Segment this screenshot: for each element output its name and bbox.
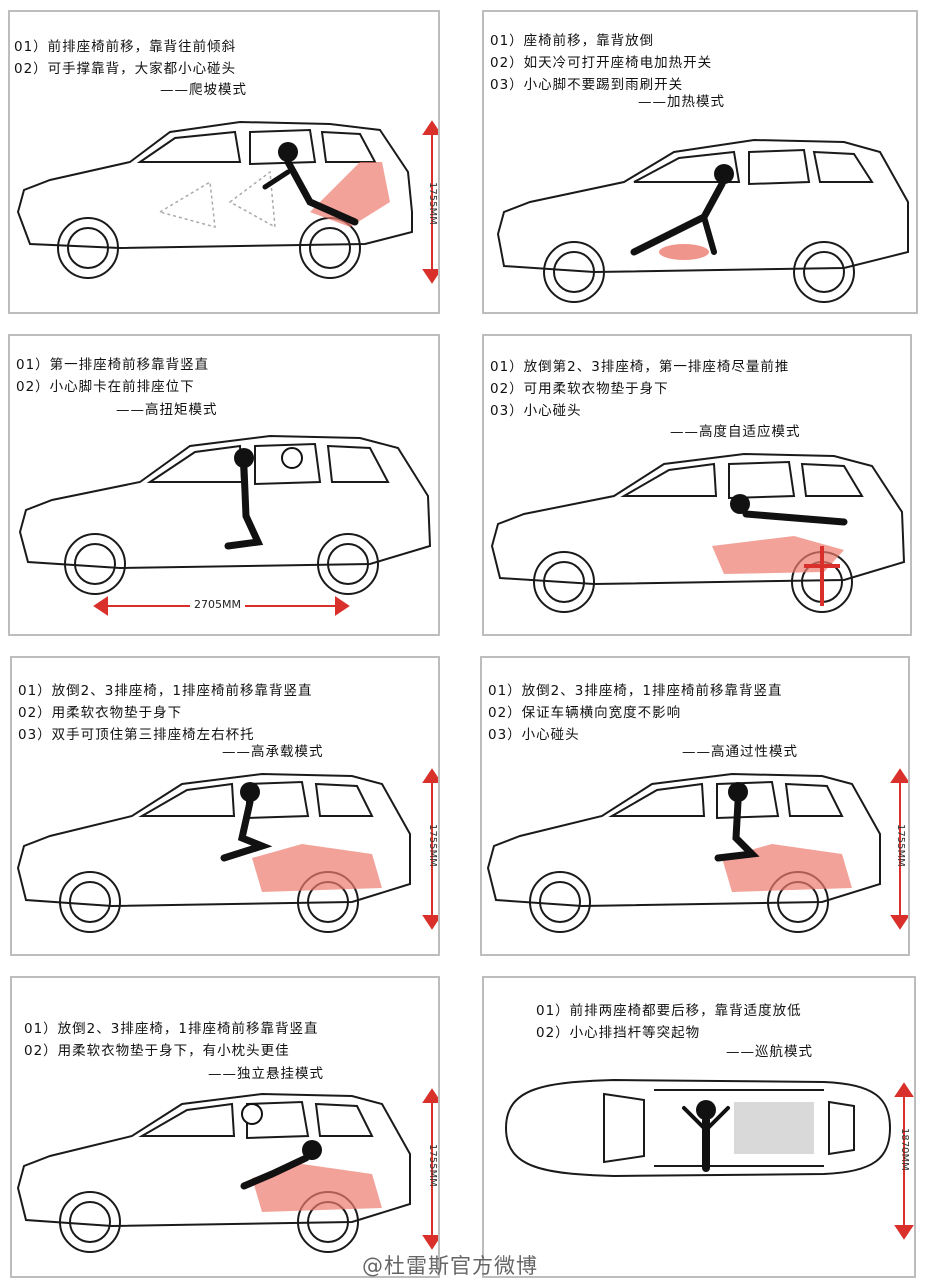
instruction-line: 02）小心排挡杆等突起物 (536, 1025, 701, 1041)
instruction-lines: 01）放倒2、3排座椅，1排座椅前移靠背竖直 02）用柔软衣物垫于身下，有小枕头… (24, 1018, 318, 1062)
mode-label: ——独立悬挂模式 (208, 1066, 324, 1082)
wheelbase-dimension: 2705MM (190, 598, 245, 611)
instruction-lines: 01）放倒2、3排座椅，1排座椅前移靠背竖直 02）用柔软衣物垫于身下 03）双… (18, 680, 312, 746)
mode-label: ——高扭矩模式 (116, 402, 218, 418)
instruction-line: 01）座椅前移，靠背放倒 (490, 33, 655, 49)
instruction-line: 03）小心碰头 (490, 403, 582, 419)
panel-high-passability-mode: 01）放倒2、3排座椅，1排座椅前移靠背竖直 02）保证车辆横向宽度不影响 03… (480, 656, 910, 956)
instruction-line: 02）用柔软衣物垫于身下，有小枕头更佳 (24, 1043, 290, 1059)
instruction-lines: 01）放倒2、3排座椅，1排座椅前移靠背竖直 02）保证车辆横向宽度不影响 03… (488, 680, 782, 746)
instruction-line: 02）用柔软衣物垫于身下 (18, 705, 183, 721)
height-dimension: 1755MM (895, 824, 906, 867)
width-dimension: 1870MM (899, 1128, 910, 1171)
car-side-illustration (18, 434, 432, 616)
instruction-line: 02）如天冷可打开座椅电加热开关 (490, 55, 713, 71)
instruction-line: 03）双手可顶住第三排座椅左右杯托 (18, 727, 255, 743)
car-side-illustration (16, 1088, 438, 1253)
car-side-illustration (486, 768, 908, 933)
instruction-line: 02）小心脚卡在前排座位下 (16, 379, 195, 395)
instruction-lines: 01）前排座椅前移，靠背往前倾斜 02）可手撑靠背，大家都小心碰头 (14, 36, 236, 80)
instruction-line: 02）保证车辆横向宽度不影响 (488, 705, 682, 721)
instruction-line: 01）放倒2、3排座椅，1排座椅前移靠背竖直 (488, 683, 783, 699)
mode-label: ——加热模式 (638, 94, 725, 110)
panel-high-load-mode: 01）放倒2、3排座椅，1排座椅前移靠背竖直 02）用柔软衣物垫于身下 03）双… (10, 656, 440, 956)
watermark: @杜雷斯官方微博 (362, 1254, 538, 1278)
instruction-line: 01）放倒第2、3排座椅，第一排座椅尽量前推 (490, 359, 790, 375)
instruction-line: 01）放倒2、3排座椅，1排座椅前移靠背竖直 (24, 1021, 319, 1037)
panel-height-adaptive-mode: 01）放倒第2、3排座椅，第一排座椅尽量前推 02）可用柔软衣物垫于身下 03）… (482, 334, 912, 636)
instruction-lines: 01）前排两座椅都要后移，靠背适度放低 02）小心排挡杆等突起物 (536, 1000, 802, 1044)
instruction-line: 01）前排两座椅都要后移，靠背适度放低 (536, 1003, 802, 1019)
instruction-lines: 01）放倒第2、3排座椅，第一排座椅尽量前推 02）可用柔软衣物垫于身下 03）… (490, 356, 789, 422)
mode-label: ——高通过性模式 (682, 744, 798, 760)
instruction-line: 03）小心碰头 (488, 727, 580, 743)
height-dimension: 1755MM (427, 182, 438, 225)
instruction-line: 01）放倒2、3排座椅，1排座椅前移靠背竖直 (18, 683, 313, 699)
panel-high-torque-mode: 01）第一排座椅前移靠背竖直 02）小心脚卡在前排座位下 ——高扭矩模式 270… (8, 334, 440, 636)
panel-heating-mode: 01）座椅前移，靠背放倒 02）如天冷可打开座椅电加热开关 03）小心脚不要踢到… (482, 10, 918, 314)
instruction-line: 02）可用柔软衣物垫于身下 (490, 381, 669, 397)
instruction-line: 03）小心脚不要踢到雨刷开关 (490, 77, 684, 93)
height-dimension: 1755MM (427, 1144, 438, 1187)
mode-label: ——高承载模式 (222, 744, 324, 760)
instruction-line: 01）前排座椅前移，靠背往前倾斜 (14, 39, 237, 55)
mode-label: ——巡航模式 (726, 1044, 813, 1060)
height-dimension: 1755MM (427, 824, 438, 867)
instruction-lines: 01）座椅前移，靠背放倒 02）如天冷可打开座椅电加热开关 03）小心脚不要踢到… (490, 30, 712, 96)
car-side-illustration (16, 120, 438, 284)
instruction-lines: 01）第一排座椅前移靠背竖直 02）小心脚卡在前排座位下 (16, 354, 209, 398)
panel-climbing-mode: 01）前排座椅前移，靠背往前倾斜 02）可手撑靠背，大家都小心碰头 ——爬坡模式… (8, 10, 440, 314)
instruction-line: 01）第一排座椅前移靠背竖直 (16, 357, 210, 373)
car-top-illustration (504, 1078, 914, 1240)
instruction-line: 02）可手撑靠背，大家都小心碰头 (14, 61, 237, 77)
car-side-illustration (16, 768, 438, 933)
panel-independent-suspension-mode: 01）放倒2、3排座椅，1排座椅前移靠背竖直 02）用柔软衣物垫于身下，有小枕头… (10, 976, 440, 1278)
panel-cruise-mode: 01）前排两座椅都要后移，靠背适度放低 02）小心排挡杆等突起物 ——巡航模式 … (482, 976, 916, 1278)
car-side-illustration (496, 138, 909, 303)
mode-label: ——高度自适应模式 (670, 424, 801, 440)
mode-label: ——爬坡模式 (160, 82, 247, 98)
car-side-illustration (490, 452, 906, 613)
